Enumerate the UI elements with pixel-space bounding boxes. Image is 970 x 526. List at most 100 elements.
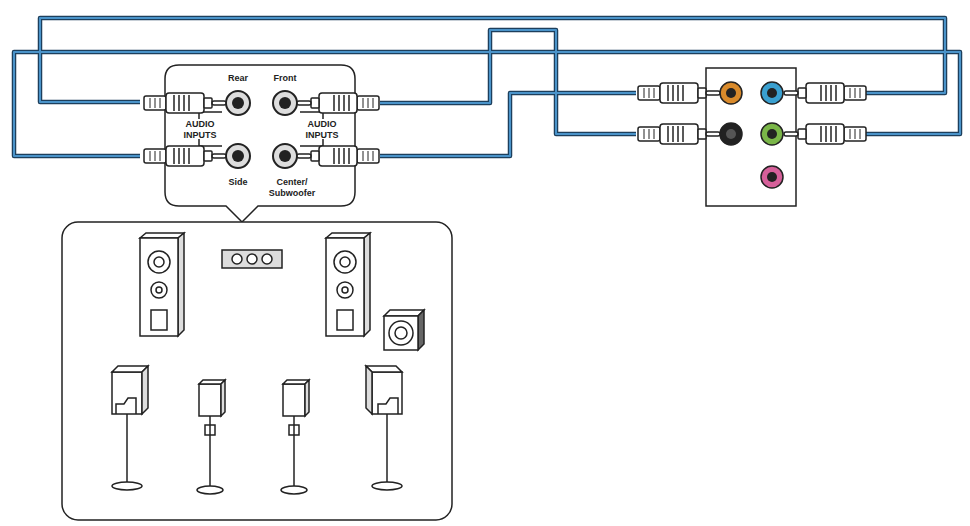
plug-collar: [798, 88, 806, 98]
front-speaker: [342, 287, 348, 293]
grip-ridge: [667, 85, 669, 101]
plug-body: [806, 124, 844, 144]
speaker-set: [62, 222, 452, 520]
speaker-jack: [226, 91, 297, 168]
grip-line: [150, 151, 151, 161]
grip-ridge: [178, 148, 180, 164]
grip-ridge: [183, 148, 185, 164]
surround-speaker: [112, 366, 402, 490]
side-speaker: [209, 416, 211, 488]
bracket: [300, 139, 323, 146]
front-speaker: [364, 233, 370, 336]
grip-line: [373, 98, 374, 108]
grip-ridge: [178, 95, 180, 111]
grip-line: [649, 88, 650, 98]
plug-tip: [297, 154, 311, 158]
speaker-jack: [279, 150, 291, 162]
surround-speaker: [112, 372, 142, 414]
audio-cable: [14, 18, 960, 156]
grip-ridge: [348, 95, 350, 111]
rear-audio-panel: [706, 68, 796, 206]
jack-label: Side: [218, 177, 258, 188]
grip-line: [368, 151, 369, 161]
speaker-jack: [279, 97, 291, 109]
group-label: AUDIO INPUTS: [300, 119, 344, 141]
grip-ridge: [830, 126, 832, 142]
grip-ridge: [682, 126, 684, 142]
grip-ridge: [173, 95, 175, 111]
surround-speaker: [372, 482, 402, 490]
grip-ridge: [825, 126, 827, 142]
grip-ridge: [338, 95, 340, 111]
plug-collar: [311, 151, 319, 161]
cable: [380, 30, 636, 134]
side-speaker: [283, 384, 305, 416]
speaker-jack: [232, 97, 244, 109]
plug-collar: [698, 88, 706, 98]
audio-plug: [144, 93, 226, 113]
plug-strain-relief: [144, 149, 166, 163]
surround-speaker: [112, 482, 142, 490]
rear-audio-panel: [726, 88, 736, 98]
audio-plug: [297, 93, 379, 113]
front-speaker: [178, 233, 184, 336]
grip-ridge: [188, 148, 190, 164]
grip-line: [150, 98, 151, 108]
plug-collar: [204, 151, 212, 161]
plug-collar: [204, 98, 212, 108]
speaker-input-panel: RearFrontAUDIO INPUTSAUDIO INPUTSSideCen…: [165, 65, 355, 206]
speaker-jack: [226, 91, 250, 115]
grip-ridge: [820, 126, 822, 142]
front-speaker: [337, 282, 353, 298]
front-speaker: [148, 251, 170, 273]
side-speaker: [293, 416, 295, 488]
bracket: [199, 139, 222, 146]
side-speaker: [221, 380, 225, 416]
grip-ridge: [672, 126, 674, 142]
center-speaker: [262, 254, 272, 264]
rear-audio-panel: [720, 82, 742, 104]
speaker-jack: [226, 144, 250, 168]
grip-line: [373, 151, 374, 161]
grip-line: [654, 129, 655, 139]
grip-line: [155, 98, 156, 108]
grip-line: [654, 88, 655, 98]
grip-ridge: [835, 126, 837, 142]
grip-line: [860, 129, 861, 139]
grip-line: [160, 151, 161, 161]
grip-line: [850, 129, 851, 139]
grip-line: [160, 98, 161, 108]
speaker-jack: [232, 150, 244, 162]
jack-label: Center/ Subwoofer: [263, 177, 321, 199]
grip-ridge: [825, 85, 827, 101]
rear-audio-panel: [761, 166, 783, 188]
grip-line: [649, 129, 650, 139]
plug-body: [166, 93, 204, 113]
speaker-jack: [273, 144, 297, 168]
plug-strain-relief: [844, 86, 866, 100]
audio-plug: [144, 146, 226, 166]
grip-ridge: [667, 126, 669, 142]
grip-ridge: [173, 148, 175, 164]
rear-audio-panel: [720, 123, 742, 145]
grip-ridge: [343, 148, 345, 164]
grip-ridge: [677, 126, 679, 142]
side-speaker: [305, 380, 309, 416]
rear-audio-panel: [767, 129, 777, 139]
audio-plug: [784, 124, 866, 144]
speaker-set: [62, 222, 452, 520]
grip-ridge: [682, 85, 684, 101]
grip-line: [363, 98, 364, 108]
surround-speaker: [126, 414, 128, 484]
front-speaker: [340, 257, 350, 267]
side-speaker: [197, 486, 223, 494]
plug-body: [660, 83, 698, 103]
side-speaker: [281, 486, 307, 494]
audio-plug: [297, 146, 379, 166]
plug-strain-relief: [357, 96, 379, 110]
surround-speaker: [378, 398, 398, 414]
audio-plug: [638, 83, 720, 103]
plug-collar: [698, 129, 706, 139]
